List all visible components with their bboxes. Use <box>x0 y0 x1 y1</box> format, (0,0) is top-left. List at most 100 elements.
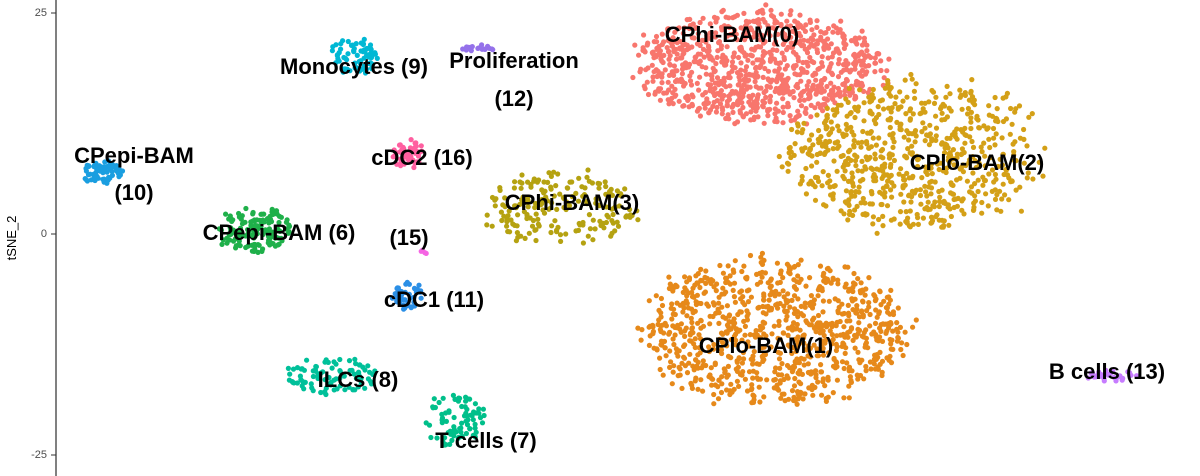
data-point <box>841 45 848 52</box>
data-point <box>361 36 367 43</box>
data-point <box>738 60 744 66</box>
data-point <box>780 288 786 294</box>
data-point <box>933 94 939 100</box>
data-point <box>906 193 912 199</box>
data-point <box>310 373 316 380</box>
data-point <box>533 211 539 217</box>
data-point <box>651 39 657 45</box>
data-point <box>954 126 960 132</box>
data-point <box>764 377 770 383</box>
data-point <box>946 151 952 157</box>
data-point <box>902 329 908 335</box>
data-point <box>965 105 972 112</box>
data-point <box>92 173 99 179</box>
data-point <box>847 92 853 98</box>
data-point <box>936 166 942 173</box>
data-point <box>657 366 663 373</box>
data-point <box>680 103 686 109</box>
data-point <box>845 334 851 340</box>
data-point <box>784 373 790 379</box>
data-point <box>984 126 990 132</box>
data-point <box>830 390 836 396</box>
data-point <box>840 152 846 159</box>
data-point <box>825 265 831 271</box>
data-point <box>812 105 818 111</box>
data-point <box>805 361 811 367</box>
data-point <box>581 192 588 198</box>
data-point <box>405 155 411 161</box>
data-point <box>345 38 351 45</box>
data-point <box>909 76 915 82</box>
data-point <box>623 214 629 220</box>
data-point <box>809 163 815 169</box>
data-point <box>287 371 293 377</box>
data-point <box>396 291 402 297</box>
data-point <box>774 100 780 106</box>
data-point <box>838 18 844 24</box>
data-point <box>711 341 717 348</box>
data-point <box>841 395 847 401</box>
data-point <box>854 303 860 309</box>
data-point <box>886 174 893 180</box>
data-point <box>687 16 693 22</box>
data-point <box>906 137 912 143</box>
data-point <box>1026 114 1032 120</box>
data-point <box>797 38 803 44</box>
data-point <box>603 183 609 190</box>
data-point <box>369 66 375 72</box>
data-point <box>856 189 862 195</box>
data-point <box>851 51 858 57</box>
data-point <box>557 191 563 197</box>
data-point <box>603 191 609 197</box>
data-point <box>871 361 877 367</box>
data-point <box>489 223 495 229</box>
data-point <box>730 109 736 115</box>
data-point <box>575 198 582 204</box>
data-point <box>1029 111 1035 117</box>
data-point <box>882 140 888 146</box>
data-point <box>697 74 703 80</box>
data-point <box>819 54 825 60</box>
data-point <box>802 300 808 306</box>
data-point <box>1094 372 1100 379</box>
data-point <box>888 187 894 193</box>
data-point <box>862 164 868 170</box>
data-point <box>850 212 856 218</box>
data-point <box>771 41 778 47</box>
data-point <box>823 118 829 124</box>
data-point <box>909 175 915 181</box>
data-point <box>248 219 254 225</box>
data-point <box>636 52 642 58</box>
cluster-label-10-line2: (10) <box>114 180 153 205</box>
data-point <box>879 372 885 379</box>
data-point <box>530 217 537 224</box>
data-point <box>789 369 796 375</box>
data-point <box>848 38 855 44</box>
data-point <box>949 182 955 188</box>
data-point <box>340 38 346 44</box>
data-point <box>658 295 665 302</box>
data-point <box>656 307 662 313</box>
data-point <box>689 69 695 75</box>
data-point <box>726 116 732 122</box>
data-point <box>863 368 869 374</box>
data-point <box>982 153 988 159</box>
data-point <box>961 211 967 217</box>
data-point <box>877 325 883 331</box>
data-point <box>351 371 357 377</box>
data-point <box>694 25 700 31</box>
data-point <box>555 171 561 177</box>
data-point <box>723 62 729 68</box>
data-point <box>576 175 582 181</box>
data-point <box>663 353 669 359</box>
data-point <box>1000 118 1007 125</box>
data-point <box>852 207 858 213</box>
data-point <box>714 54 720 61</box>
data-point <box>326 374 332 381</box>
data-point <box>911 88 918 94</box>
data-point <box>907 117 913 123</box>
data-point <box>698 266 704 272</box>
data-point <box>742 323 749 329</box>
data-point <box>890 311 897 318</box>
data-point <box>842 80 848 86</box>
